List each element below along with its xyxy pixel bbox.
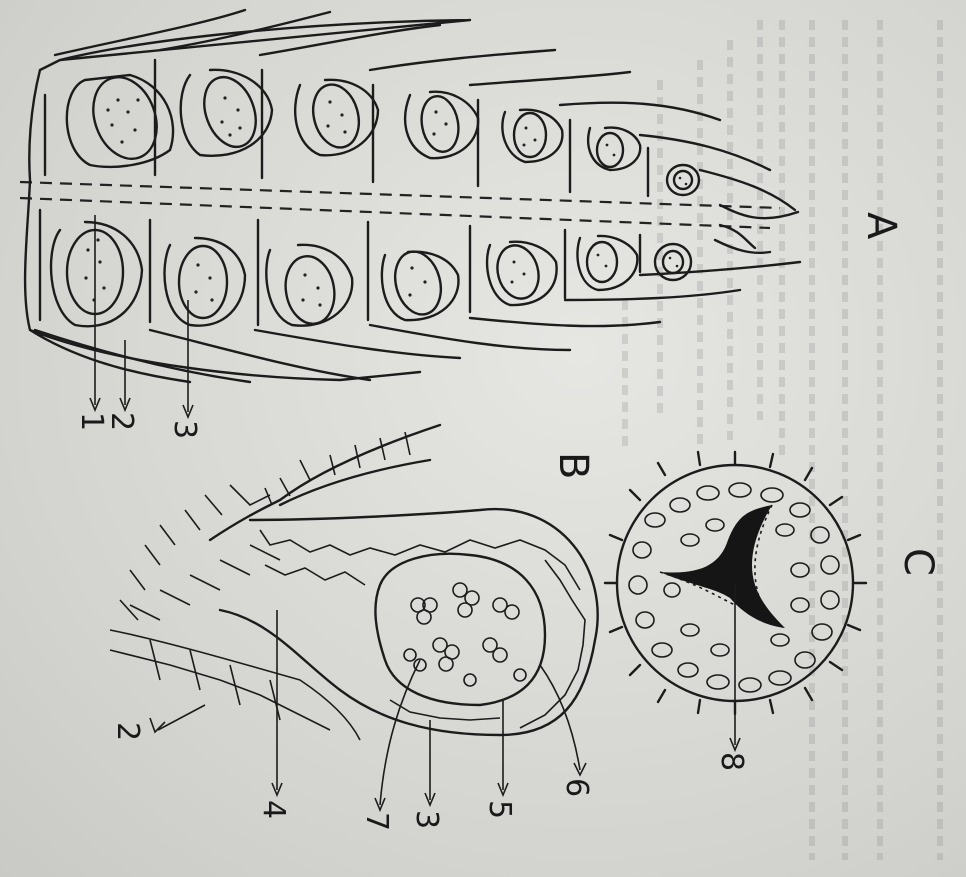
callout-labels: 1 2 3 2 4 5 3 7 6 8 — [74, 412, 749, 831]
arrow-2b-line — [158, 705, 205, 730]
axis-line-upper — [20, 182, 780, 208]
lower-sporophylls — [35, 210, 800, 382]
panel-b-section — [110, 425, 598, 740]
callout-label: 6 — [559, 778, 594, 797]
panel-b-callouts — [150, 610, 586, 810]
panel-c-callouts — [730, 583, 740, 750]
panel-a-cone — [20, 10, 800, 382]
upper-sporangia — [67, 68, 699, 195]
callout-label: 2 — [110, 722, 145, 741]
panel-label-c: C — [895, 548, 941, 576]
callout-label: 7 — [359, 812, 394, 831]
panel-label-b: B — [550, 452, 596, 479]
bleed-through-text — [625, 20, 940, 860]
stalk-cells — [110, 545, 360, 740]
spore-stipple — [84, 96, 687, 306]
callout-label: 3 — [167, 420, 202, 439]
callout-label: 2 — [104, 412, 139, 431]
panel-label-a: A — [858, 212, 904, 240]
callout-label: 8 — [714, 752, 749, 771]
lower-sporangia — [51, 222, 691, 328]
spore-tetrads — [404, 583, 526, 686]
triradiate-mark — [660, 505, 785, 628]
upper-sporophylls — [45, 10, 795, 210]
callout-label: 3 — [409, 810, 444, 829]
callout-label: 4 — [256, 800, 291, 819]
callout-label: 1 — [74, 412, 109, 431]
callout-label: 5 — [482, 800, 517, 819]
inner-cells — [260, 530, 585, 728]
